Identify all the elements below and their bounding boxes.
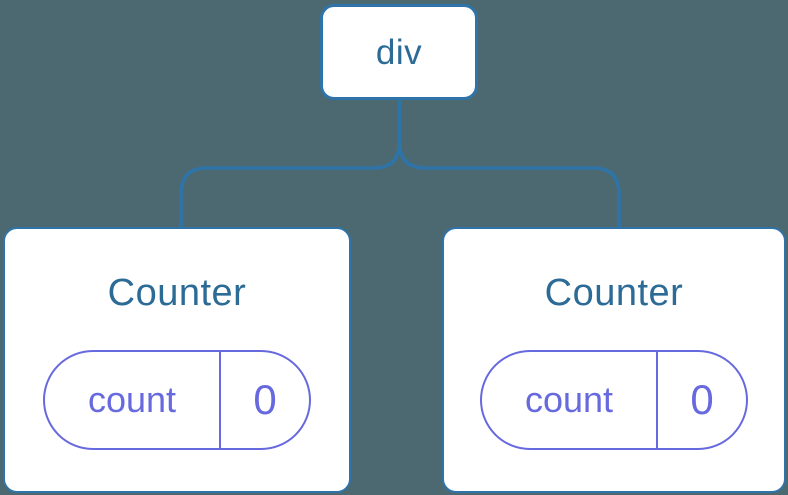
state-pill-divider — [656, 352, 658, 448]
root-node: div — [320, 4, 478, 100]
component-card-right: Counter count 0 — [442, 227, 786, 493]
state-pill: count 0 — [480, 350, 748, 450]
state-pill-divider — [219, 352, 221, 448]
component-title: Counter — [107, 272, 247, 314]
component-card-left: Counter count 0 — [3, 227, 351, 493]
state-pill: count 0 — [43, 350, 311, 450]
component-title: Counter — [544, 272, 684, 314]
tree-connector-lines — [179, 100, 621, 227]
state-value: 0 — [253, 376, 277, 423]
connector-right-branch — [397, 100, 621, 227]
state-key-label: count — [524, 379, 614, 420]
connector-left-branch — [179, 100, 402, 227]
root-node-label: div — [375, 32, 423, 72]
state-value: 0 — [690, 376, 714, 423]
state-key-label: count — [87, 379, 177, 420]
